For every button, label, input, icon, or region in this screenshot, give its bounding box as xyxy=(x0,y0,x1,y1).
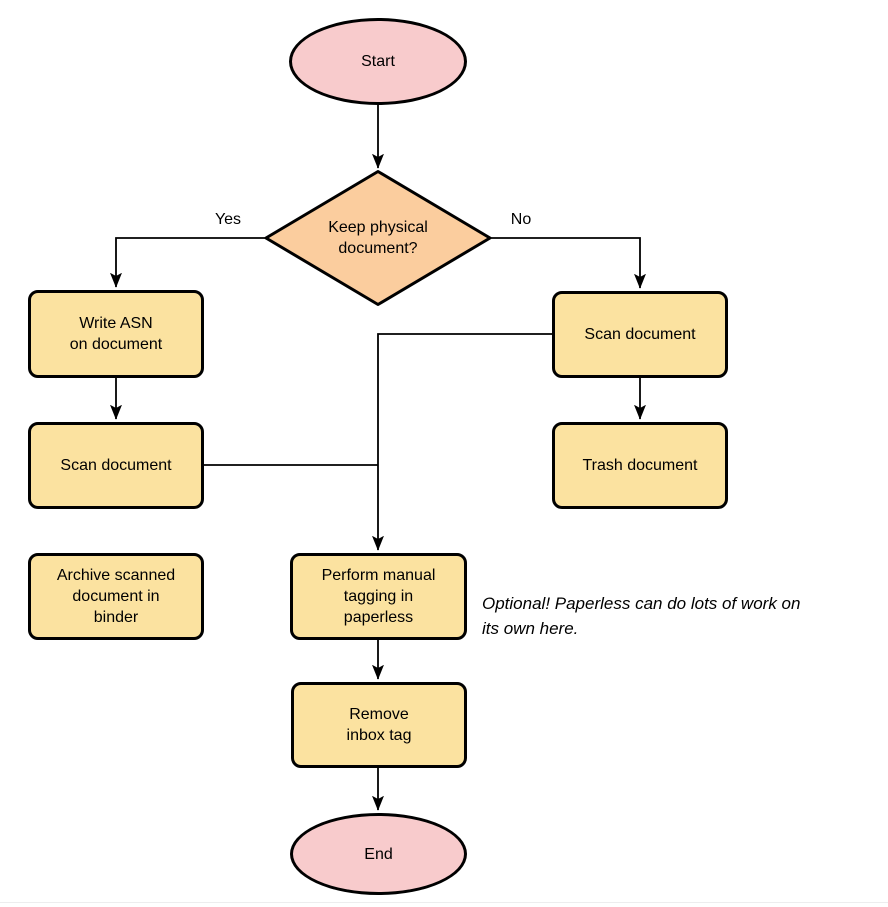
node-label: Write ASN on document xyxy=(69,315,163,353)
decision-diamond xyxy=(264,170,492,306)
node-end: End xyxy=(290,813,467,895)
node-start: Start xyxy=(289,18,467,105)
edge-decision-yes-to-write-asn xyxy=(110,237,266,288)
node-archive-scanned-document: Archive scanned document in binder xyxy=(28,553,204,640)
node-scan-document-left: Scan document xyxy=(28,422,204,509)
node-label: Perform manual tagging in paperless xyxy=(321,567,436,626)
node-label: Scan document xyxy=(584,326,696,343)
edge-decision-no-to-scan-right xyxy=(490,237,646,289)
annotation-optional-note: Optional! Paperless can do lots of work … xyxy=(482,594,801,638)
node-scan-document-right: Scan document xyxy=(552,291,728,378)
node-decision-label: Keep physical document? xyxy=(266,171,490,305)
edge-label-no: No xyxy=(510,211,532,228)
bottom-hairline xyxy=(0,902,888,903)
node-trash-document: Trash document xyxy=(552,422,728,509)
node-label: Keep physical document? xyxy=(328,219,428,257)
node-label: Trash document xyxy=(582,457,698,474)
edge-scan-right-to-tagging xyxy=(372,333,552,551)
node-label: Scan document xyxy=(60,457,172,474)
edge-label-yes: Yes xyxy=(214,211,242,228)
node-label: Archive scanned document in binder xyxy=(56,567,176,626)
node-label: Start xyxy=(361,53,395,70)
node-label: Remove inbox tag xyxy=(346,706,412,744)
node-label: End xyxy=(364,845,393,863)
node-write-asn-on-document: Write ASN on document xyxy=(28,290,204,378)
node-remove-inbox-tag: Remove inbox tag xyxy=(291,682,467,768)
node-perform-manual-tagging: Perform manual tagging in paperless xyxy=(290,553,467,640)
